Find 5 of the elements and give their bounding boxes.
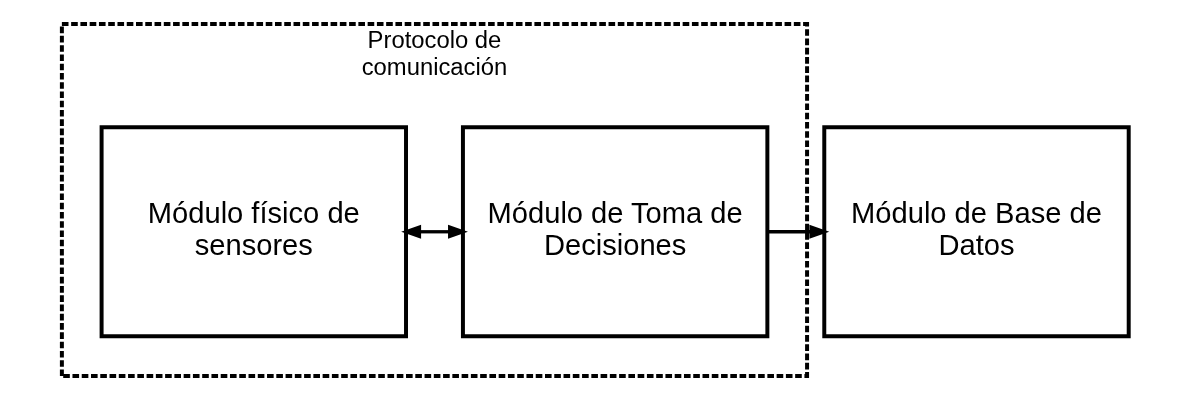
node-box: Módulo de Base de Datos <box>821 125 1131 339</box>
node-box: Módulo de Toma de Decisiones <box>460 125 769 339</box>
node-box: Módulo físico de sensores <box>99 125 408 339</box>
arrow <box>400 224 468 239</box>
arrow <box>767 224 829 239</box>
